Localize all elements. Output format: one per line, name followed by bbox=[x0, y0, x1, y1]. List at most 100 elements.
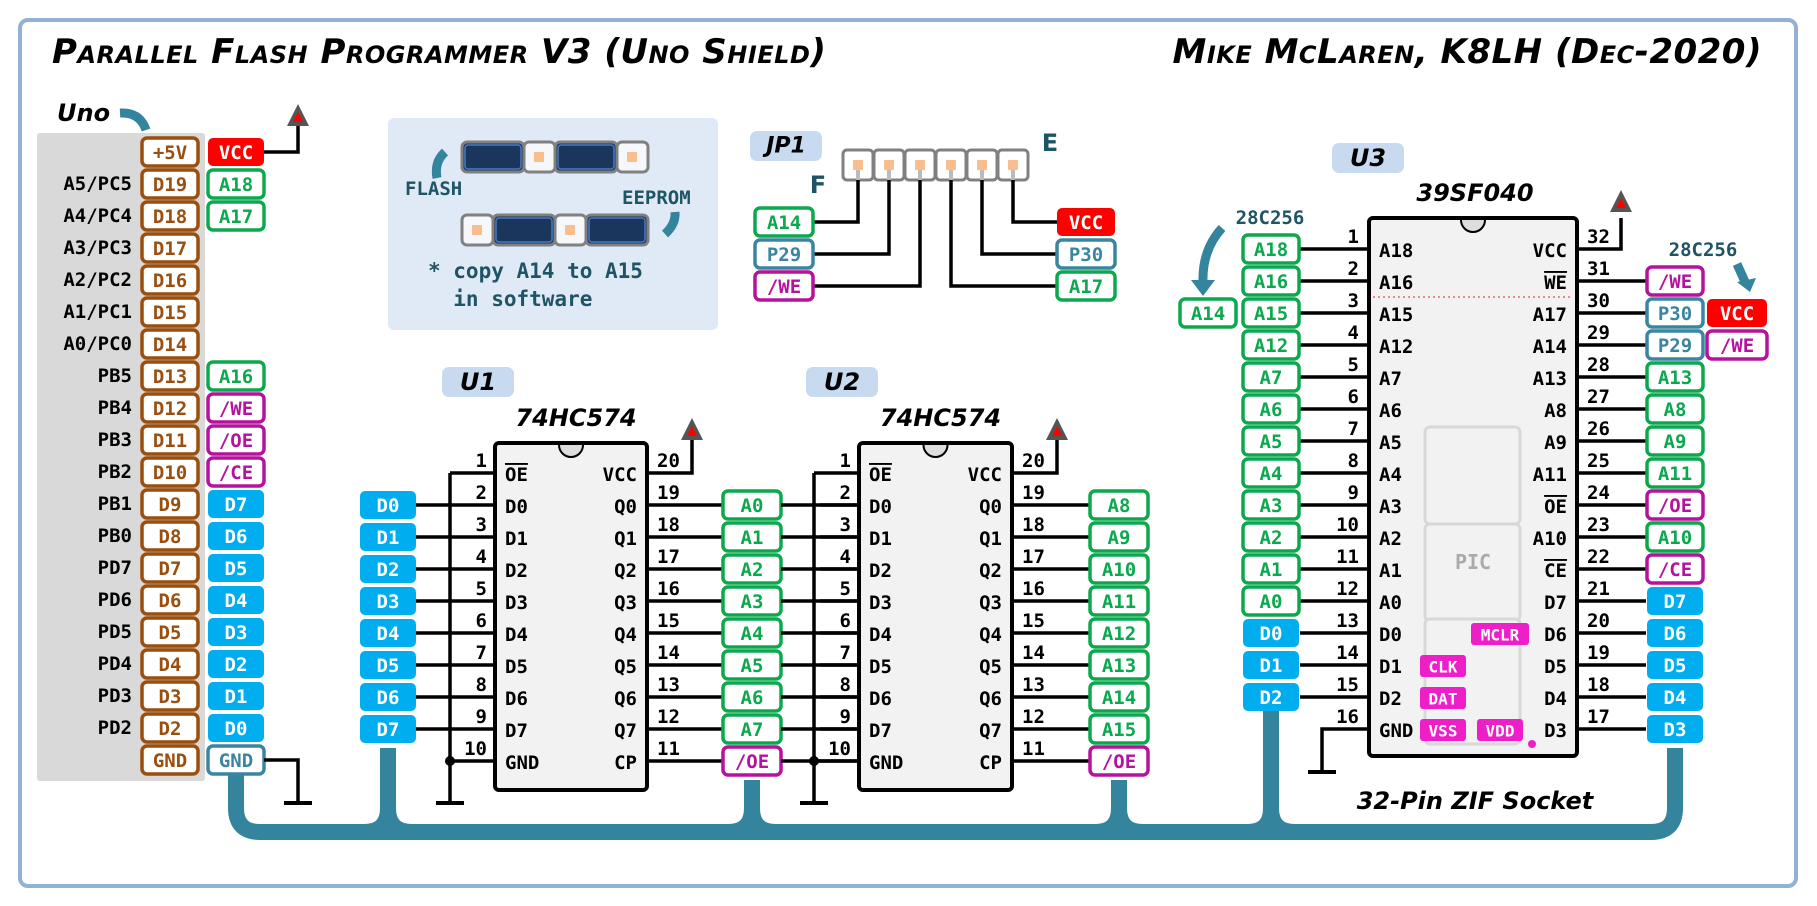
note-line-1: * copy A14 to A15 bbox=[428, 259, 643, 283]
u2-output-label: A15 bbox=[1088, 713, 1150, 745]
net-label-box bbox=[140, 712, 200, 744]
net-label-text: D7 bbox=[159, 558, 182, 580]
uno-pin-label: D18 bbox=[140, 200, 200, 232]
uno-pin-label: D3 bbox=[140, 680, 200, 712]
net-label-text: VCC bbox=[219, 142, 253, 164]
net-label-text: D7 bbox=[377, 719, 400, 741]
net-label-box bbox=[140, 424, 200, 456]
net-label-box bbox=[1088, 617, 1150, 649]
u1-pin-number: 14 bbox=[657, 642, 680, 664]
gnd-wire bbox=[264, 758, 300, 803]
net-label-box bbox=[1647, 683, 1703, 711]
u1-pin-name: GND bbox=[505, 752, 539, 774]
net-label-box bbox=[1243, 683, 1299, 711]
note-line-2: in software bbox=[428, 287, 592, 311]
uno-pin-label: D11 bbox=[140, 424, 200, 456]
u3-pin-name: A18 bbox=[1379, 240, 1413, 262]
u3-right-net-label: P30 bbox=[1645, 297, 1705, 329]
net-label-text: /OE bbox=[219, 430, 253, 452]
net-label-text: D1 bbox=[225, 686, 248, 708]
u1-input-label: D7 bbox=[360, 715, 416, 743]
vcc-arrow-fill bbox=[293, 112, 303, 122]
u2-pin-name: Q6 bbox=[979, 688, 1002, 710]
uno-port-label: PB0 bbox=[98, 525, 132, 547]
u2-output-label: A9 bbox=[1088, 521, 1150, 553]
u3-left-net-label: A7 bbox=[1241, 361, 1301, 393]
u2-pin-name: Q5 bbox=[979, 656, 1002, 678]
u2-tag: U2 bbox=[824, 368, 860, 396]
uno-signal-label: VCC bbox=[208, 138, 264, 166]
net-label-text: D1 bbox=[377, 527, 400, 549]
jumper-shunt bbox=[491, 213, 557, 247]
net-label-text: D4 bbox=[159, 654, 182, 676]
jp1-wire bbox=[949, 180, 1086, 288]
u3-pin-number: 29 bbox=[1587, 322, 1610, 344]
net-label-box bbox=[1243, 651, 1299, 679]
uno-pin-label: +5V bbox=[140, 136, 200, 168]
net-label-text: D4 bbox=[377, 623, 400, 645]
u3-pin-name: A12 bbox=[1379, 336, 1413, 358]
pic-pin-label: VDD bbox=[1486, 722, 1515, 741]
uno-signal-label: A18 bbox=[206, 168, 266, 200]
net-label-box bbox=[208, 650, 264, 678]
u3-pin-name: A7 bbox=[1379, 368, 1402, 390]
net-label-text: D5 bbox=[159, 622, 182, 644]
net-label-box bbox=[208, 586, 264, 614]
net-label-box bbox=[1088, 585, 1150, 617]
u1-pin-name: Q3 bbox=[614, 592, 637, 614]
eeprom-arrow-icon bbox=[661, 211, 680, 238]
u2-pin-number: 1 bbox=[840, 450, 851, 472]
net-label-box bbox=[360, 683, 416, 711]
alt-28c256-label-right: 28C256 bbox=[1669, 239, 1738, 261]
uno-signal-label: D5 bbox=[208, 554, 264, 582]
u1-input-label: D6 bbox=[360, 683, 416, 711]
net-label-text: D2 bbox=[225, 654, 248, 676]
u1-pin-name: D2 bbox=[505, 560, 528, 582]
u1-pin-number: 16 bbox=[657, 578, 680, 600]
net-label-box bbox=[1647, 715, 1703, 743]
net-label-box bbox=[1088, 713, 1150, 745]
u1-pin-number: 12 bbox=[657, 706, 680, 728]
net-label-text: A10 bbox=[1102, 559, 1136, 581]
net-label-box bbox=[140, 360, 200, 392]
net-label-text: A6 bbox=[1260, 399, 1283, 421]
u2-pin-number: 2 bbox=[840, 482, 851, 504]
jp1-tag-bg bbox=[750, 131, 822, 161]
u3-pin-name: D6 bbox=[1544, 624, 1567, 646]
diagram-frame bbox=[18, 18, 1798, 888]
u3-pin-name: A1 bbox=[1379, 560, 1402, 582]
net-label-box bbox=[1178, 297, 1238, 329]
u2-pin-name: CP bbox=[979, 752, 1002, 774]
data-bus-branch bbox=[363, 748, 413, 840]
u3-left-net-label: A12 bbox=[1241, 329, 1301, 361]
u2-pin-name: D3 bbox=[869, 592, 892, 614]
vcc-arrow-fill bbox=[1616, 198, 1626, 208]
pic-pin-label: VSS bbox=[1429, 722, 1458, 741]
net-label-box bbox=[360, 523, 416, 551]
net-label-box bbox=[753, 270, 815, 302]
u3-left-net-label: D2 bbox=[1243, 683, 1299, 711]
u3-right-net-label: A11 bbox=[1645, 457, 1705, 489]
alt-arrow-left-icon bbox=[1198, 224, 1226, 283]
u1-output-label: A6 bbox=[721, 681, 783, 713]
jp1-pin-pad bbox=[884, 160, 894, 170]
net-label-box bbox=[360, 555, 416, 583]
u3-pin-number: 14 bbox=[1336, 642, 1359, 664]
uno-port-label: PD4 bbox=[98, 653, 132, 675]
net-label-text: /WE bbox=[219, 398, 253, 420]
u2-pin-name: OE bbox=[869, 464, 892, 486]
jumper-note-box bbox=[388, 118, 718, 330]
net-label-box bbox=[140, 296, 200, 328]
u3-part-name: 39SF040 bbox=[1416, 179, 1533, 207]
u1-pin-number: 7 bbox=[476, 642, 487, 664]
net-label-box bbox=[1241, 457, 1301, 489]
pic-pin-tag bbox=[1420, 655, 1466, 677]
u3-right-net-label: P29 bbox=[1645, 329, 1705, 361]
u1-output-label: A4 bbox=[721, 617, 783, 649]
jp1-left-label: /WE bbox=[753, 270, 815, 302]
header-pin-pad bbox=[565, 225, 575, 235]
jumper-shunt bbox=[553, 140, 619, 174]
net-label-box bbox=[360, 491, 416, 519]
u2-pin-number: 16 bbox=[1022, 578, 1045, 600]
u2-pin-number: 7 bbox=[840, 642, 851, 664]
